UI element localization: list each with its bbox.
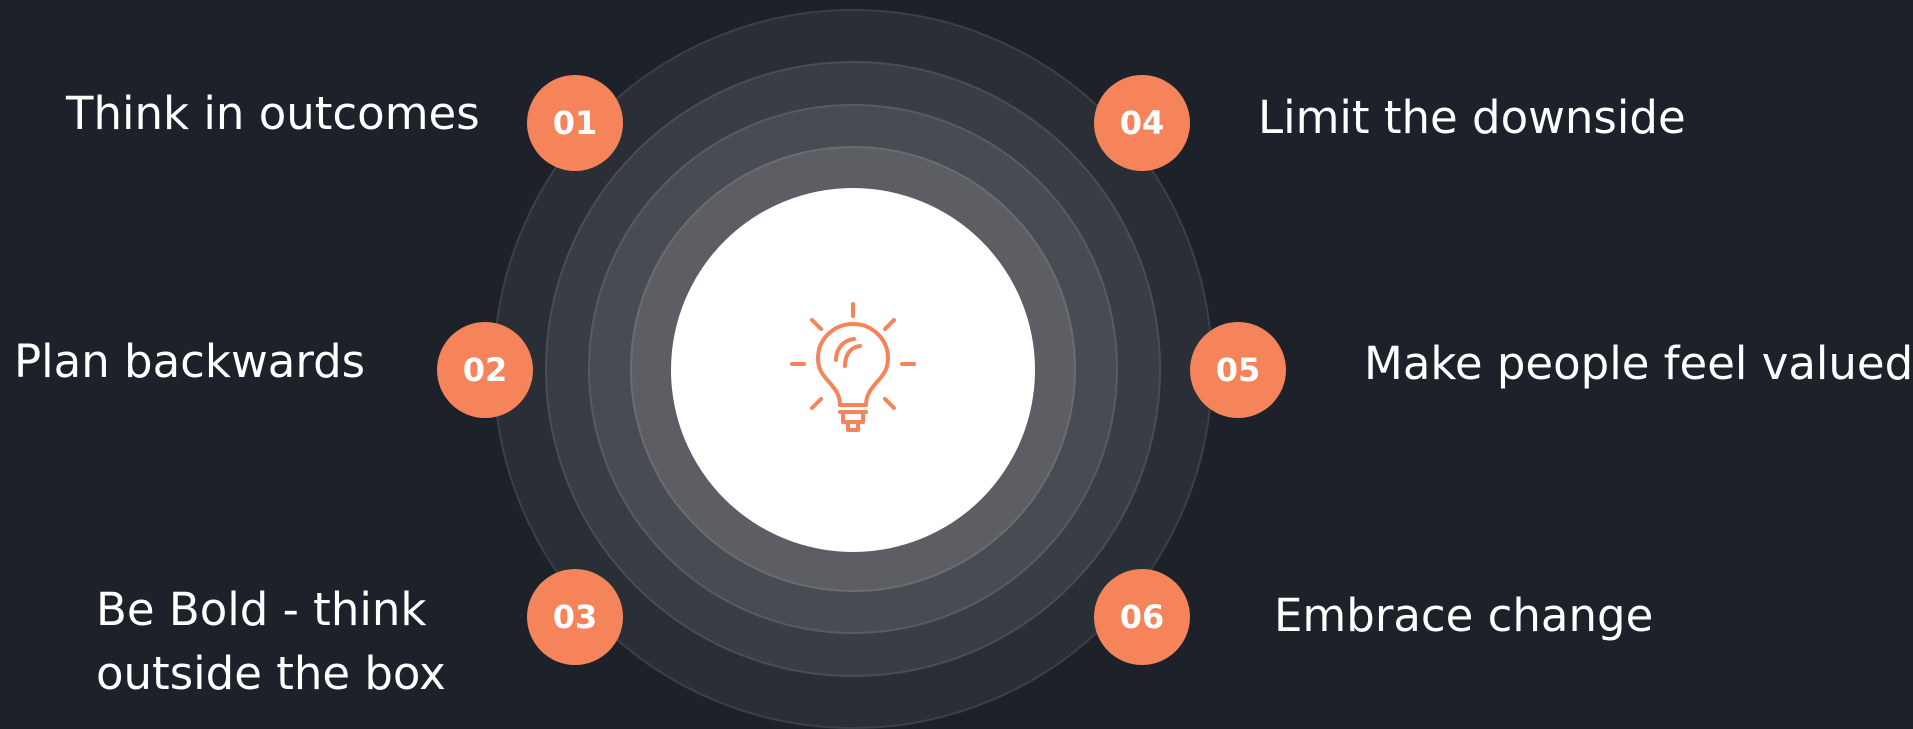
step-label-03-line-2: outside the box [96, 647, 446, 700]
step-badge-04: 04 [1094, 75, 1190, 171]
step-label-05: Make people feel valued [1364, 337, 1913, 390]
step-label-01: Think in outcomes [66, 87, 480, 140]
step-label-03-line-1: Be Bold - think [96, 583, 427, 636]
step-badge-06: 06 [1094, 569, 1190, 665]
step-badge-03: 03 [527, 569, 623, 665]
center-disc [671, 188, 1035, 552]
step-label-02: Plan backwards [14, 335, 366, 388]
step-label-06: Embrace change [1274, 589, 1654, 642]
step-label-03: Be Bold - think outside the box [96, 578, 446, 706]
step-badge-01: 01 [527, 75, 623, 171]
lightbulb-icon [790, 302, 916, 432]
step-badge-05: 05 [1190, 322, 1286, 418]
step-label-04: Limit the downside [1258, 91, 1686, 144]
step-badge-02: 02 [437, 322, 533, 418]
